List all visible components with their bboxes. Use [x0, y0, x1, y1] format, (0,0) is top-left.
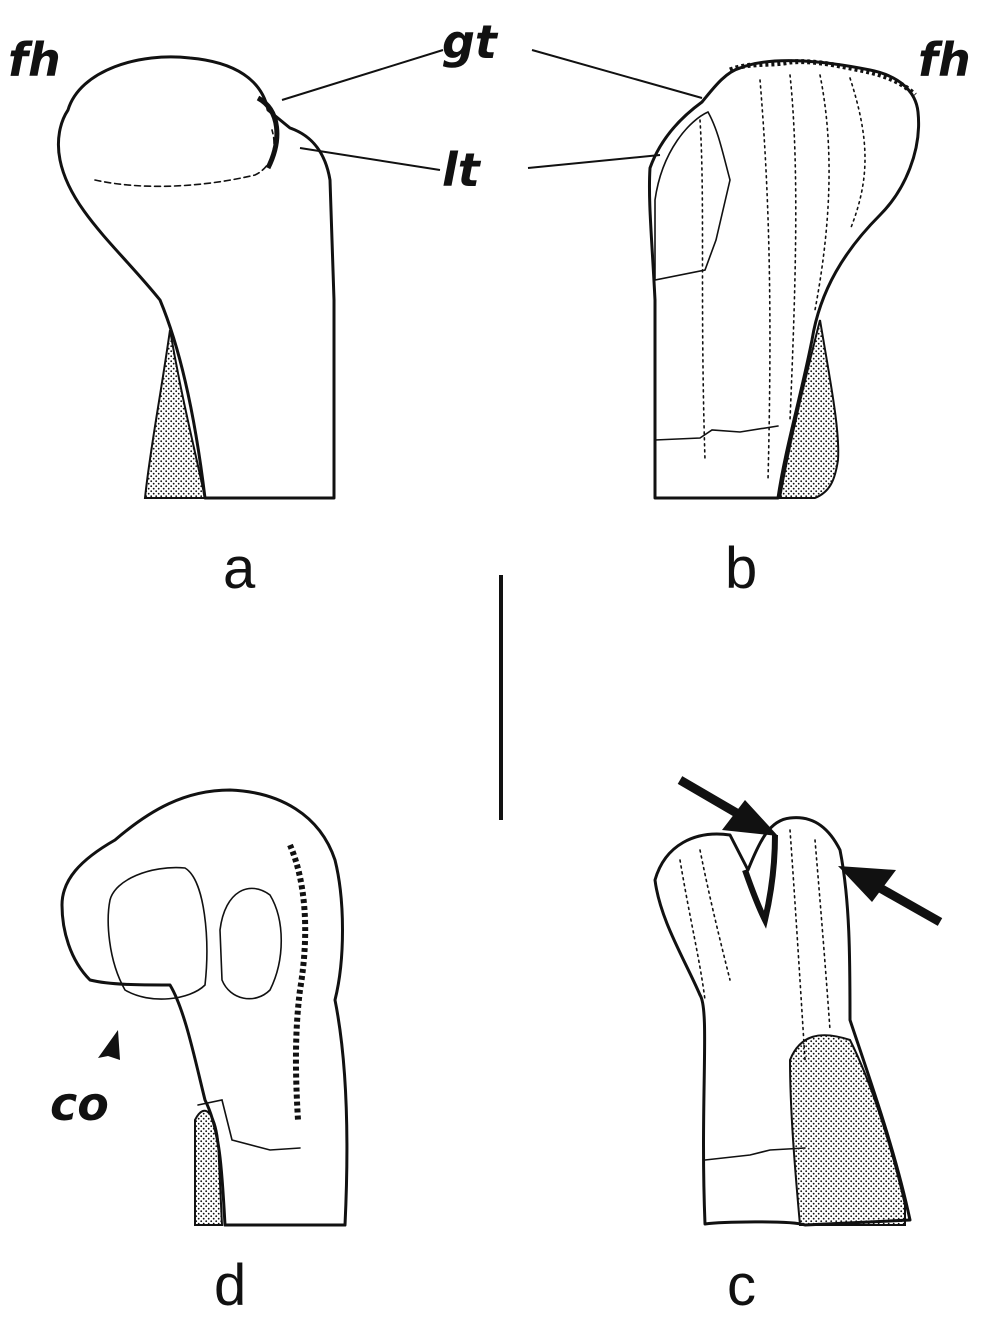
bone-d-fracture [197, 1099, 301, 1151]
bone-d-stipple-patch [194, 1109, 224, 1226]
label-gt: gt [442, 15, 499, 69]
leader-lt-a [299, 147, 441, 171]
bone-a-head-line [94, 129, 275, 188]
bone-view-b [647, 59, 921, 500]
bone-c-stipple-patch [788, 1034, 906, 1226]
bone-a-outline [56, 55, 336, 500]
bone-b-proximal-crest [729, 59, 917, 97]
panel-label-b: b [725, 536, 757, 601]
label-co: co [50, 1077, 109, 1131]
bone-view-c [653, 816, 912, 1227]
bone-b-outline [647, 59, 921, 500]
bone-view-a [56, 55, 336, 500]
bone-b-lesser-trochanter [654, 110, 731, 281]
bone-b-striations [699, 74, 866, 481]
bone-a-shadow [143, 329, 207, 499]
arrow-upper-left-icon [677, 776, 778, 836]
bone-d-inner-oval [219, 887, 282, 1000]
bone-b-shadow [778, 319, 840, 499]
bone-c-groove [742, 834, 778, 929]
panel-label-a: a [223, 536, 256, 601]
label-fh-right: fh [918, 33, 971, 87]
label-fh-left: fh [8, 33, 61, 87]
bone-d-cortex-edge [287, 843, 309, 1121]
leader-lt-b [527, 154, 661, 169]
leader-gt-b [531, 49, 703, 99]
bone-a-trochanter-notch [256, 95, 280, 170]
condyle-arrowhead-icon [98, 1030, 120, 1060]
leader-gt-a [281, 49, 444, 101]
panel-label-c: c [727, 1253, 756, 1318]
bone-c-fracture [704, 1147, 806, 1161]
bone-c-outline [653, 816, 912, 1227]
arrow-lower-right-icon [838, 866, 943, 926]
bone-d-outline [60, 788, 349, 1227]
bone-view-d [60, 788, 349, 1227]
leader-lines [281, 49, 703, 171]
bone-c-striations [679, 829, 831, 1061]
label-lt: lt [442, 143, 482, 197]
bone-b-fracture [654, 425, 779, 441]
bone-d-condyle [107, 866, 208, 1000]
panel-label-d: d [214, 1253, 246, 1318]
